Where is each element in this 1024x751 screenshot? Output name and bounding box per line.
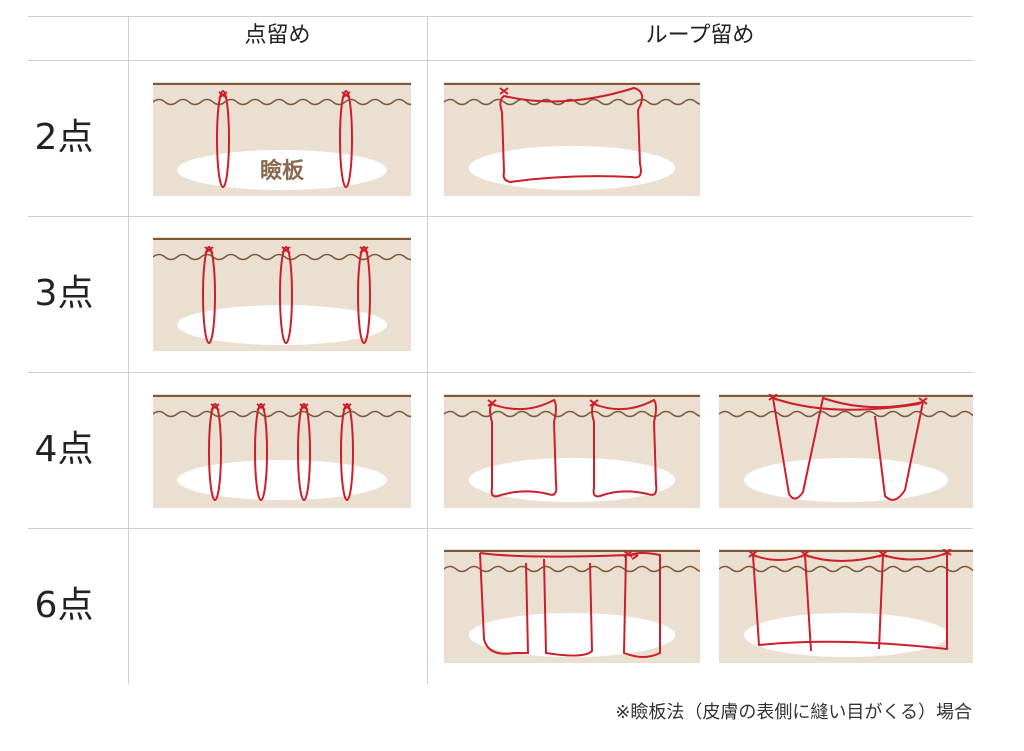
suture-loop	[591, 398, 658, 498]
suture-loop	[499, 86, 644, 184]
wavy-line	[719, 565, 973, 573]
suture-knot	[299, 403, 309, 411]
row-label-6: 6点	[34, 585, 94, 626]
suture-loop	[489, 398, 558, 498]
wavy-line	[719, 410, 973, 418]
suture-loop	[479, 552, 661, 658]
tarsus-plate	[177, 150, 387, 190]
wavy-line	[153, 98, 411, 106]
suture-knot	[256, 403, 266, 411]
suture-loop	[752, 552, 948, 652]
row-label-3: 3点	[34, 273, 94, 314]
column-header-point: 点留め	[244, 23, 311, 48]
grid-line-top	[28, 16, 973, 17]
wavy-line	[444, 410, 700, 418]
tarsus-plate	[177, 460, 387, 500]
suture-knot	[204, 246, 214, 254]
grid-line-col-2	[427, 16, 428, 684]
row-label-4: 4点	[34, 429, 94, 470]
grid-line-col-1	[128, 16, 129, 684]
diagram-2-loop	[444, 82, 700, 196]
row-label-2: 2点	[34, 117, 94, 158]
grid-line-row-3	[28, 528, 973, 529]
tarsus-plate	[744, 458, 948, 502]
suture-knot	[918, 397, 928, 405]
suture-knot	[210, 403, 220, 411]
wavy-line	[444, 98, 700, 106]
suture-loop	[297, 403, 311, 501]
suture-knot	[800, 550, 810, 558]
suture-loop	[208, 403, 222, 501]
suture-loop	[279, 246, 293, 344]
suture-knot	[942, 549, 952, 556]
suture-loop	[340, 403, 354, 501]
grid-line-header	[28, 60, 973, 61]
suture-loop	[254, 403, 268, 501]
footnote: ※瞼板法（皮膚の表側に縫い目がくる）場合	[615, 702, 972, 723]
suture-knot	[487, 399, 497, 407]
wavy-line	[153, 253, 411, 261]
suture-knot	[341, 91, 351, 99]
diagram-4-loop-a	[444, 394, 700, 508]
diagram-6-loop-b	[719, 549, 973, 663]
suture-knot	[589, 399, 599, 407]
diagram-2-point: 瞼板	[153, 82, 411, 196]
suture-loop	[772, 396, 924, 501]
diagram-4-loop-b	[719, 394, 973, 508]
suture-knot	[623, 550, 633, 558]
tarsus-plate	[469, 613, 675, 657]
grid-line-row-2	[28, 372, 973, 373]
diagram-3-point	[153, 237, 411, 351]
diagram-4-point	[153, 394, 411, 508]
suture-knot	[218, 91, 228, 99]
suture-knot	[342, 403, 352, 411]
diagram-6-loop-a	[444, 549, 700, 663]
suture-knot	[748, 550, 758, 558]
suture-knot	[878, 550, 888, 558]
suture-loop	[216, 90, 230, 188]
tarsus-plate	[744, 613, 948, 657]
tarsus-plate	[469, 146, 675, 190]
suture-knot	[768, 394, 778, 401]
wavy-line	[444, 565, 700, 573]
suture-knot	[499, 87, 509, 95]
column-header-loop: ループ留め	[645, 23, 755, 48]
suture-loop	[357, 246, 371, 344]
suture-knot	[359, 246, 369, 254]
suture-loop	[202, 246, 216, 344]
grid-line-row-1	[28, 216, 973, 217]
suture-knot	[281, 246, 291, 254]
suture-loop	[339, 90, 353, 188]
wavy-line	[153, 410, 411, 418]
tarsus-label: 瞼板	[260, 158, 305, 184]
